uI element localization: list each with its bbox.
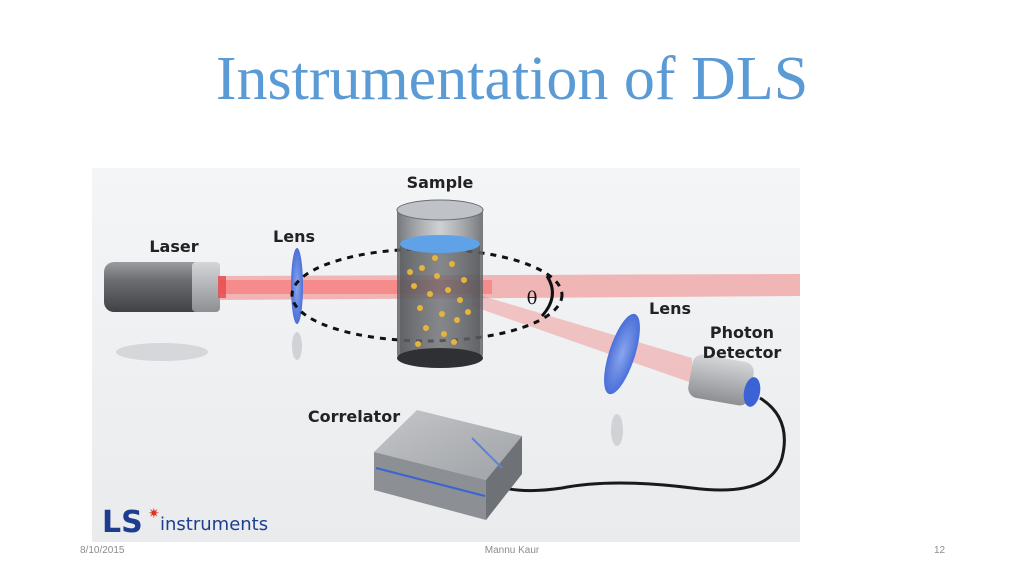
dls-diagram: Sample Laser Lens Lens Photon Detector C… xyxy=(92,168,800,542)
svg-text:✷: ✷ xyxy=(148,506,160,522)
label-lens-1: Lens xyxy=(273,227,315,246)
svg-text:instruments: instruments xyxy=(160,514,268,535)
footer-date: 8/10/2015 xyxy=(80,545,125,556)
correlator xyxy=(374,410,522,520)
lens-2 xyxy=(604,313,640,446)
label-theta: θ xyxy=(527,288,538,309)
laser xyxy=(104,262,226,361)
svg-text:LS: LS xyxy=(102,505,143,540)
slide-title: Instrumentation of DLS xyxy=(215,45,809,113)
lens-1 xyxy=(291,248,303,360)
footer-author: Mannu Kaur xyxy=(484,545,540,556)
label-correlator: Correlator xyxy=(308,407,400,426)
label-photon: Photon xyxy=(710,323,774,342)
theta-arc xyxy=(540,275,554,318)
photon-detector xyxy=(496,354,786,493)
laser-beam xyxy=(212,274,800,300)
label-laser: Laser xyxy=(149,237,198,256)
ls-instruments-logo: LS ✷ instruments xyxy=(102,505,268,540)
label-detector: Detector xyxy=(703,343,782,362)
label-sample: Sample xyxy=(407,173,474,192)
scattering-circle xyxy=(290,247,564,343)
sample-cuvette xyxy=(396,199,484,368)
footer-page-number: 12 xyxy=(934,545,946,556)
label-lens-2: Lens xyxy=(649,299,691,318)
scattered-beam xyxy=(472,293,692,383)
